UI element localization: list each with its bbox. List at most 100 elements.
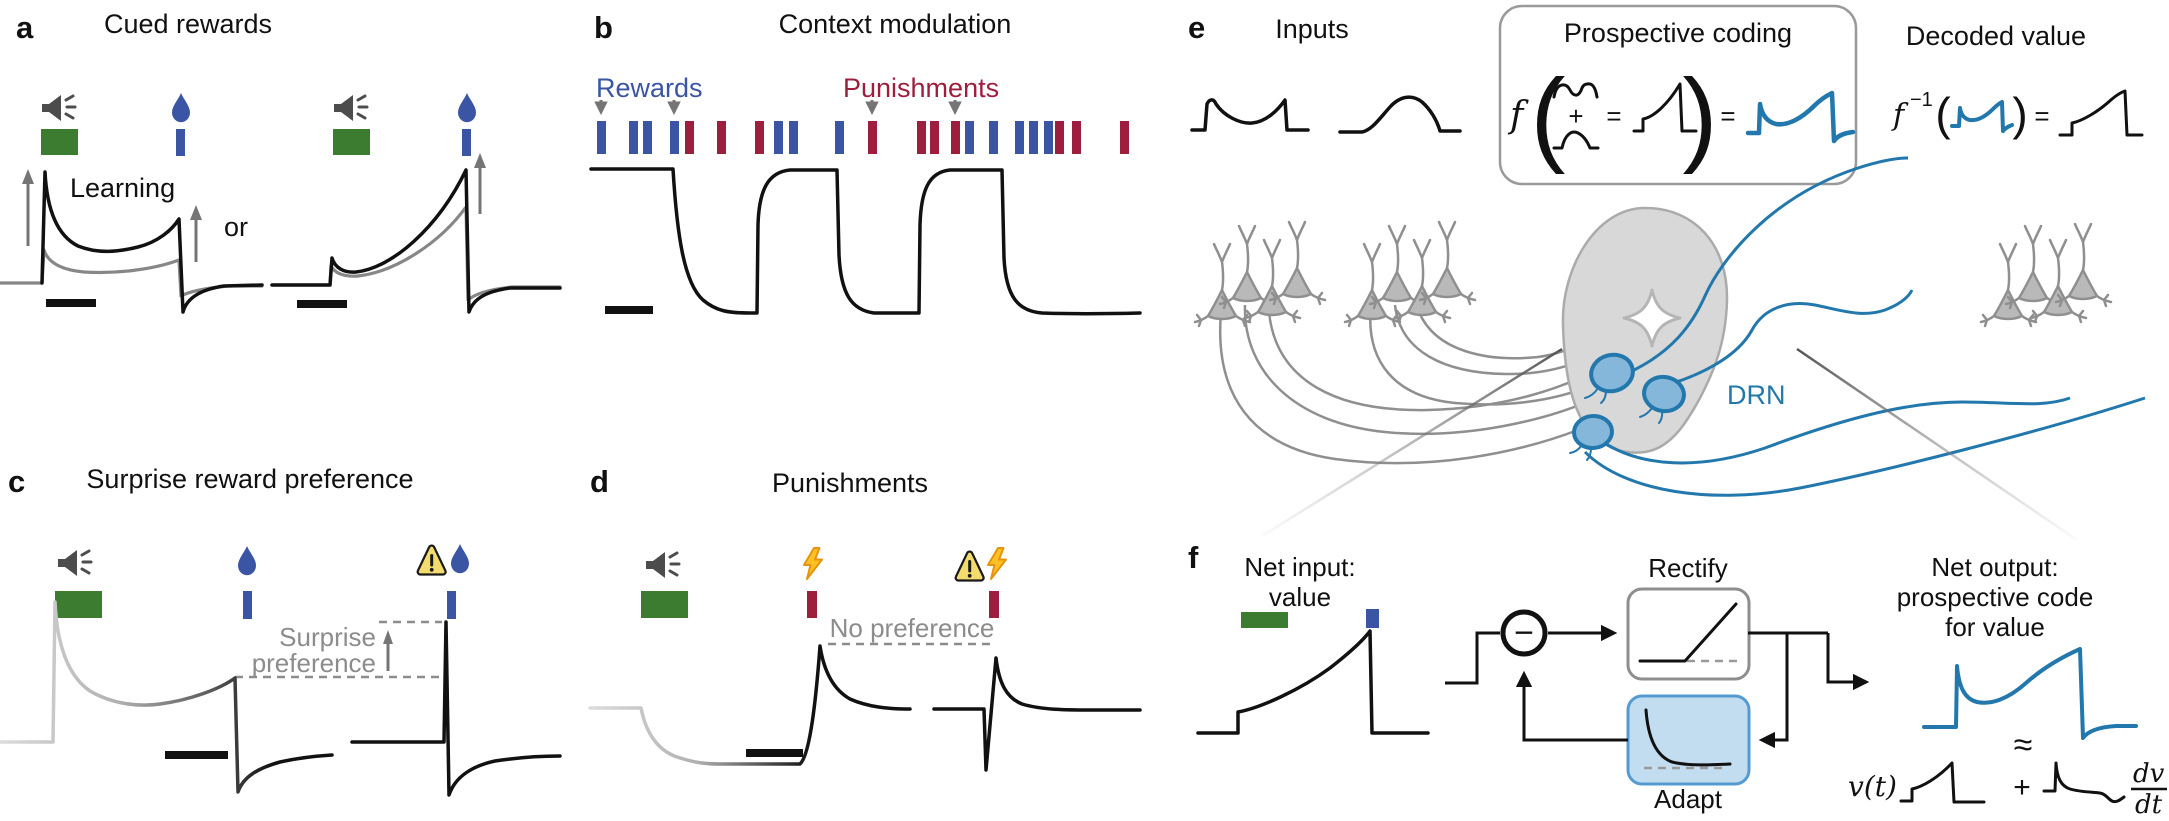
minus-symbol: − <box>1514 614 1534 652</box>
drn-axon <box>1629 156 1909 374</box>
value-glyph <box>1632 82 1698 133</box>
trace-a-left-early <box>0 248 264 298</box>
reward-tick <box>965 121 974 154</box>
punishment-tick <box>1055 121 1064 154</box>
net-input-trace <box>1196 629 1430 735</box>
reward-tick <box>176 129 185 156</box>
drn-axon <box>1583 396 2146 497</box>
reward-tick <box>629 121 638 154</box>
approx-symbol: ≈ <box>2014 726 2033 764</box>
reward-tick <box>1029 121 1038 154</box>
scale-bar <box>46 299 96 307</box>
lightning-icon <box>803 547 823 580</box>
punishment-tick <box>685 121 694 154</box>
panel-d-label: d <box>590 464 609 499</box>
feedback-wire <box>1515 670 1628 742</box>
rectify-relu-curve <box>1638 602 1738 663</box>
axon <box>1267 311 1611 412</box>
surprise-annotation-line1: Surprise <box>279 622 376 652</box>
learning-arrow-right <box>474 153 486 214</box>
dt-denominator: dt <box>2135 790 2163 820</box>
surprise-annotation-line2: preference <box>252 648 376 678</box>
learning-label: Learning <box>70 173 175 203</box>
reward-tick <box>462 129 471 156</box>
trace-a-left-late <box>40 170 264 314</box>
prospective-glyph-small <box>1950 100 2014 133</box>
decoded-value-glyph <box>2058 89 2144 137</box>
prospective-glyph <box>1745 90 1856 144</box>
prospective-coding-title: Prospective coding <box>1564 18 1792 48</box>
panel-b-title: Context modulation <box>779 9 1012 39</box>
net-input-line1: Net input: <box>1244 552 1355 582</box>
net-input-line2: value <box>1269 582 1331 612</box>
speaker-icon <box>56 548 93 578</box>
wire-to-output <box>1826 633 1870 691</box>
reward-tick <box>670 121 679 154</box>
trace-a-right-late <box>270 168 562 314</box>
panel-f-label: f <box>1188 540 1199 575</box>
prospective-coding-box <box>1498 4 1858 186</box>
reward-tick <box>989 121 998 154</box>
reward-tick <box>243 591 252 619</box>
cortical-cluster <box>1343 220 1477 328</box>
axon <box>1218 311 1579 465</box>
lparen-small: ( <box>1935 88 1951 140</box>
speaker-icon <box>40 93 77 123</box>
warning-icon <box>954 550 986 583</box>
drn-label: DRN <box>1727 380 1786 410</box>
punishment-tick <box>1120 121 1129 154</box>
warning-icon <box>416 544 448 577</box>
punishment-tick <box>989 591 999 618</box>
context-arrows <box>594 100 962 116</box>
f-inverse-symbol: f <box>1891 98 1909 133</box>
equals-symbol: = <box>2034 101 2049 131</box>
lparen-big: ( <box>1531 58 1566 175</box>
adapt-decay-curve <box>1644 708 1732 767</box>
cortical-cluster <box>1979 222 2113 328</box>
value-trace-small <box>1899 761 1986 804</box>
adapt-label: Adapt <box>1654 784 1723 814</box>
panel-a-title: Cued rewards <box>104 9 272 39</box>
sum-glyph-top <box>1552 82 1599 99</box>
cue-bar <box>333 129 370 155</box>
reward-tick <box>1044 121 1053 154</box>
cue-bar <box>41 129 78 155</box>
panel-a: a Cued rewards Learning or <box>0 9 562 314</box>
panel-c-title: Surprise reward preference <box>86 464 413 494</box>
zoom-indicator-line <box>1261 347 1563 538</box>
subtract-node <box>1500 609 1548 657</box>
trace-a-right-early <box>270 205 562 302</box>
panel-e-label: e <box>1188 10 1205 45</box>
derivative-trace-small <box>2042 761 2126 804</box>
axon <box>1243 304 1597 436</box>
panel-d-title: Punishments <box>772 468 928 498</box>
plus-symbol: + <box>2013 771 2031 804</box>
scale-bar <box>165 751 228 759</box>
panel-b: b Context modulation Rewards Punishments <box>589 9 1142 316</box>
reward-tick <box>1366 609 1379 628</box>
reward-tick <box>789 121 798 154</box>
rectify-box <box>1626 587 1751 681</box>
input-wire <box>1445 631 1500 685</box>
zoom-indicator-line <box>1796 347 2078 542</box>
punishment-tick <box>917 121 926 154</box>
speaker-icon <box>644 550 681 580</box>
punishment-tick <box>755 121 764 154</box>
panel-b-label: b <box>594 10 613 45</box>
plus-symbol: + <box>1568 101 1583 131</box>
decoded-value-title: Decoded value <box>1906 21 2086 51</box>
punishments-label: Punishments <box>843 73 999 103</box>
punishment-tick <box>951 121 960 154</box>
reward-tick <box>774 121 783 154</box>
f-symbol: f <box>1507 95 1529 136</box>
net-output-line3: for value <box>1945 612 2045 642</box>
panel-a-label: a <box>16 10 34 45</box>
panel-c-label: c <box>8 464 25 499</box>
scale-bar <box>746 749 803 757</box>
cue-bar <box>641 591 688 618</box>
scale-bar <box>605 306 653 314</box>
speaker-icon <box>332 93 369 123</box>
reward-tick <box>1015 121 1024 154</box>
